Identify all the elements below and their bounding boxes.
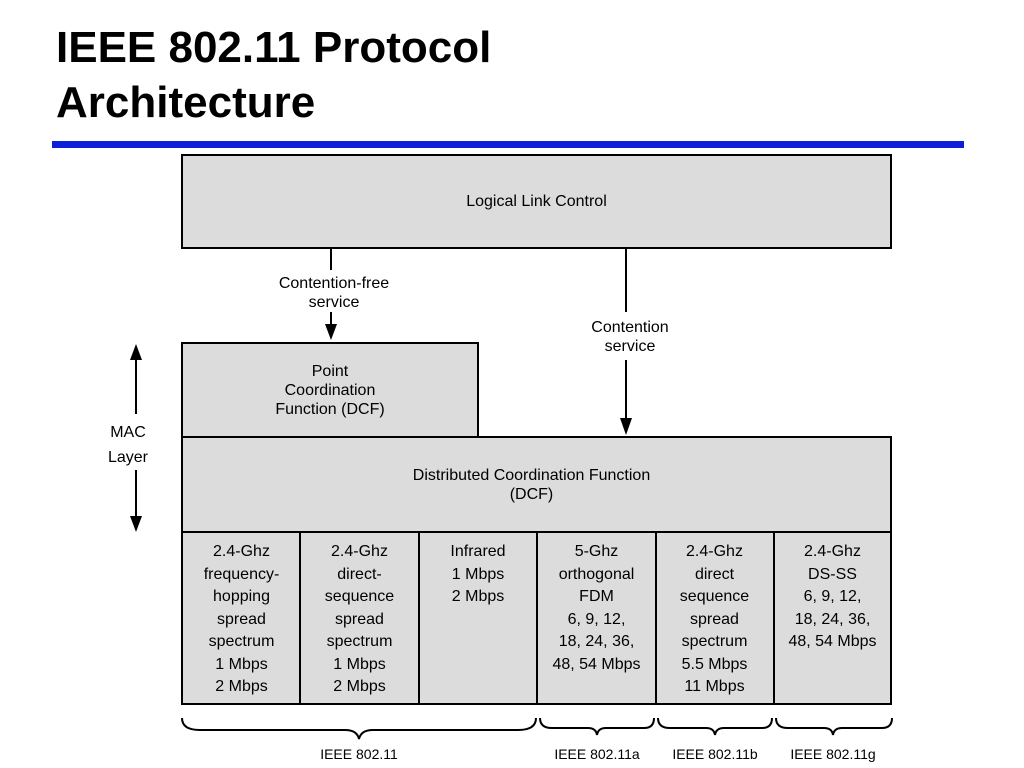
standard-label-802-11b: IEEE 802.11b — [672, 746, 758, 762]
phy-text: Infrared — [450, 543, 506, 560]
phy-text: 2 Mbps — [215, 678, 268, 695]
phy-text: 5.5 Mbps — [681, 655, 748, 673]
phy-text: 6, 9, 12, — [567, 610, 626, 628]
phy-text: FDM — [579, 588, 614, 605]
dcf-label-line: (DCF) — [509, 485, 554, 503]
brace-802-11b — [657, 717, 773, 736]
phy-cell-fhss: 2.4-Ghz frequency- hopping spread spectr… — [183, 533, 300, 703]
phy-text: 1 Mbps — [333, 655, 386, 673]
phy-text: spread — [335, 610, 384, 628]
brace-802-11 — [181, 717, 537, 740]
phy-text: 18, 24, 36, — [558, 633, 635, 650]
dcf-label: Distributed Coordination Function (DCF) — [413, 466, 650, 504]
standard-braces — [181, 717, 893, 740]
contention-free-arrow — [325, 249, 337, 340]
phy-text: 48, 54 Mbps — [552, 655, 641, 673]
phy-text: 2.4-Ghz — [804, 543, 861, 560]
phy-text: hopping — [213, 588, 270, 605]
contention-arrow — [620, 249, 632, 435]
phy-text: 11 Mbps — [684, 678, 745, 695]
slide-title-line-1: IEEE 802.11 Protocol — [56, 23, 492, 72]
llc-box: Logical Link Control — [181, 154, 892, 249]
phy-text: 2 Mbps — [451, 588, 505, 605]
phy-text: spectrum — [681, 633, 748, 650]
phy-text: spectrum — [326, 633, 393, 650]
phy-text: DS-SS — [808, 565, 857, 583]
label-line: service — [308, 294, 360, 311]
pcf-label: Point Coordination Function (DCF) — [275, 362, 384, 419]
phy-text: 5-Ghz — [574, 543, 619, 560]
phy-text: 18, 24, 36, — [794, 610, 871, 628]
label-line: service — [604, 338, 656, 355]
phy-text: direct — [694, 565, 735, 583]
contention-free-label: Contention-free service — [266, 274, 402, 312]
phy-cell-dsss: 2.4-Ghz direct- sequence spread spectrum… — [301, 533, 418, 703]
phy-text: 1 Mbps — [215, 655, 268, 673]
phy-text: spread — [217, 610, 266, 628]
phy-cell-ofdm: 5-Ghz orthogonal FDM 6, 9, 12, 18, 24, 3… — [538, 533, 655, 703]
pcf-box: Point Coordination Function (DCF) — [181, 342, 479, 439]
phy-text: frequency- — [203, 565, 280, 583]
phy-text: direct- — [337, 565, 382, 583]
slide-title: IEEE 802.11 Protocol Architecture — [56, 20, 956, 130]
standard-label-802-11a: IEEE 802.11a — [554, 746, 640, 762]
pcf-label-line: Coordination — [284, 382, 376, 399]
label-line: Contention — [591, 319, 669, 336]
phy-text: 1 Mbps — [451, 565, 505, 583]
brace-802-11a — [539, 717, 655, 736]
standard-label-802-11g: IEEE 802.11g — [790, 746, 876, 762]
phy-cell-hrdsss: 2.4-Ghz direct sequence spread spectrum … — [656, 533, 773, 703]
phy-text: 48, 54 Mbps — [788, 633, 877, 650]
slide-title-line-2: Architecture — [56, 78, 316, 127]
phy-text: 2.4-Ghz — [213, 543, 270, 560]
label-line: Layer — [107, 449, 149, 466]
phy-cell-infrared: Infrared 1 Mbps 2 Mbps — [419, 533, 537, 703]
mac-layer-arrow — [130, 344, 142, 532]
phy-text: spread — [690, 610, 739, 628]
phy-text: 2.4-Ghz — [331, 543, 388, 560]
phy-text: 6, 9, 12, — [803, 588, 862, 605]
mac-layer-label: MAC Layer — [100, 420, 156, 470]
phy-cell-dsss-g: 2.4-Ghz DS-SS 6, 9, 12, 18, 24, 36, 48, … — [774, 533, 891, 703]
phy-text: 2 Mbps — [333, 678, 386, 695]
pcf-label-line: Point — [311, 363, 349, 380]
dcf-box: Distributed Coordination Function (DCF) — [181, 436, 892, 533]
dcf-label-line: Distributed Coordination Function — [412, 466, 651, 484]
brace-802-11g — [775, 717, 893, 736]
phy-dividers — [299, 532, 775, 704]
phy-text: 2.4-Ghz — [686, 543, 743, 560]
standard-label-802-11: IEEE 802.11 — [320, 746, 398, 762]
label-line: Contention-free — [278, 275, 390, 292]
contention-label: Contention service — [578, 318, 682, 356]
phy-text: orthogonal — [558, 565, 635, 583]
pcf-label-line: Function (DCF) — [275, 401, 385, 418]
title-underline — [52, 141, 964, 148]
llc-label: Logical Link Control — [466, 193, 607, 210]
phy-text: spectrum — [208, 633, 275, 650]
phy-text: sequence — [679, 588, 750, 605]
phy-text: sequence — [324, 588, 395, 605]
label-line: MAC — [110, 424, 146, 441]
